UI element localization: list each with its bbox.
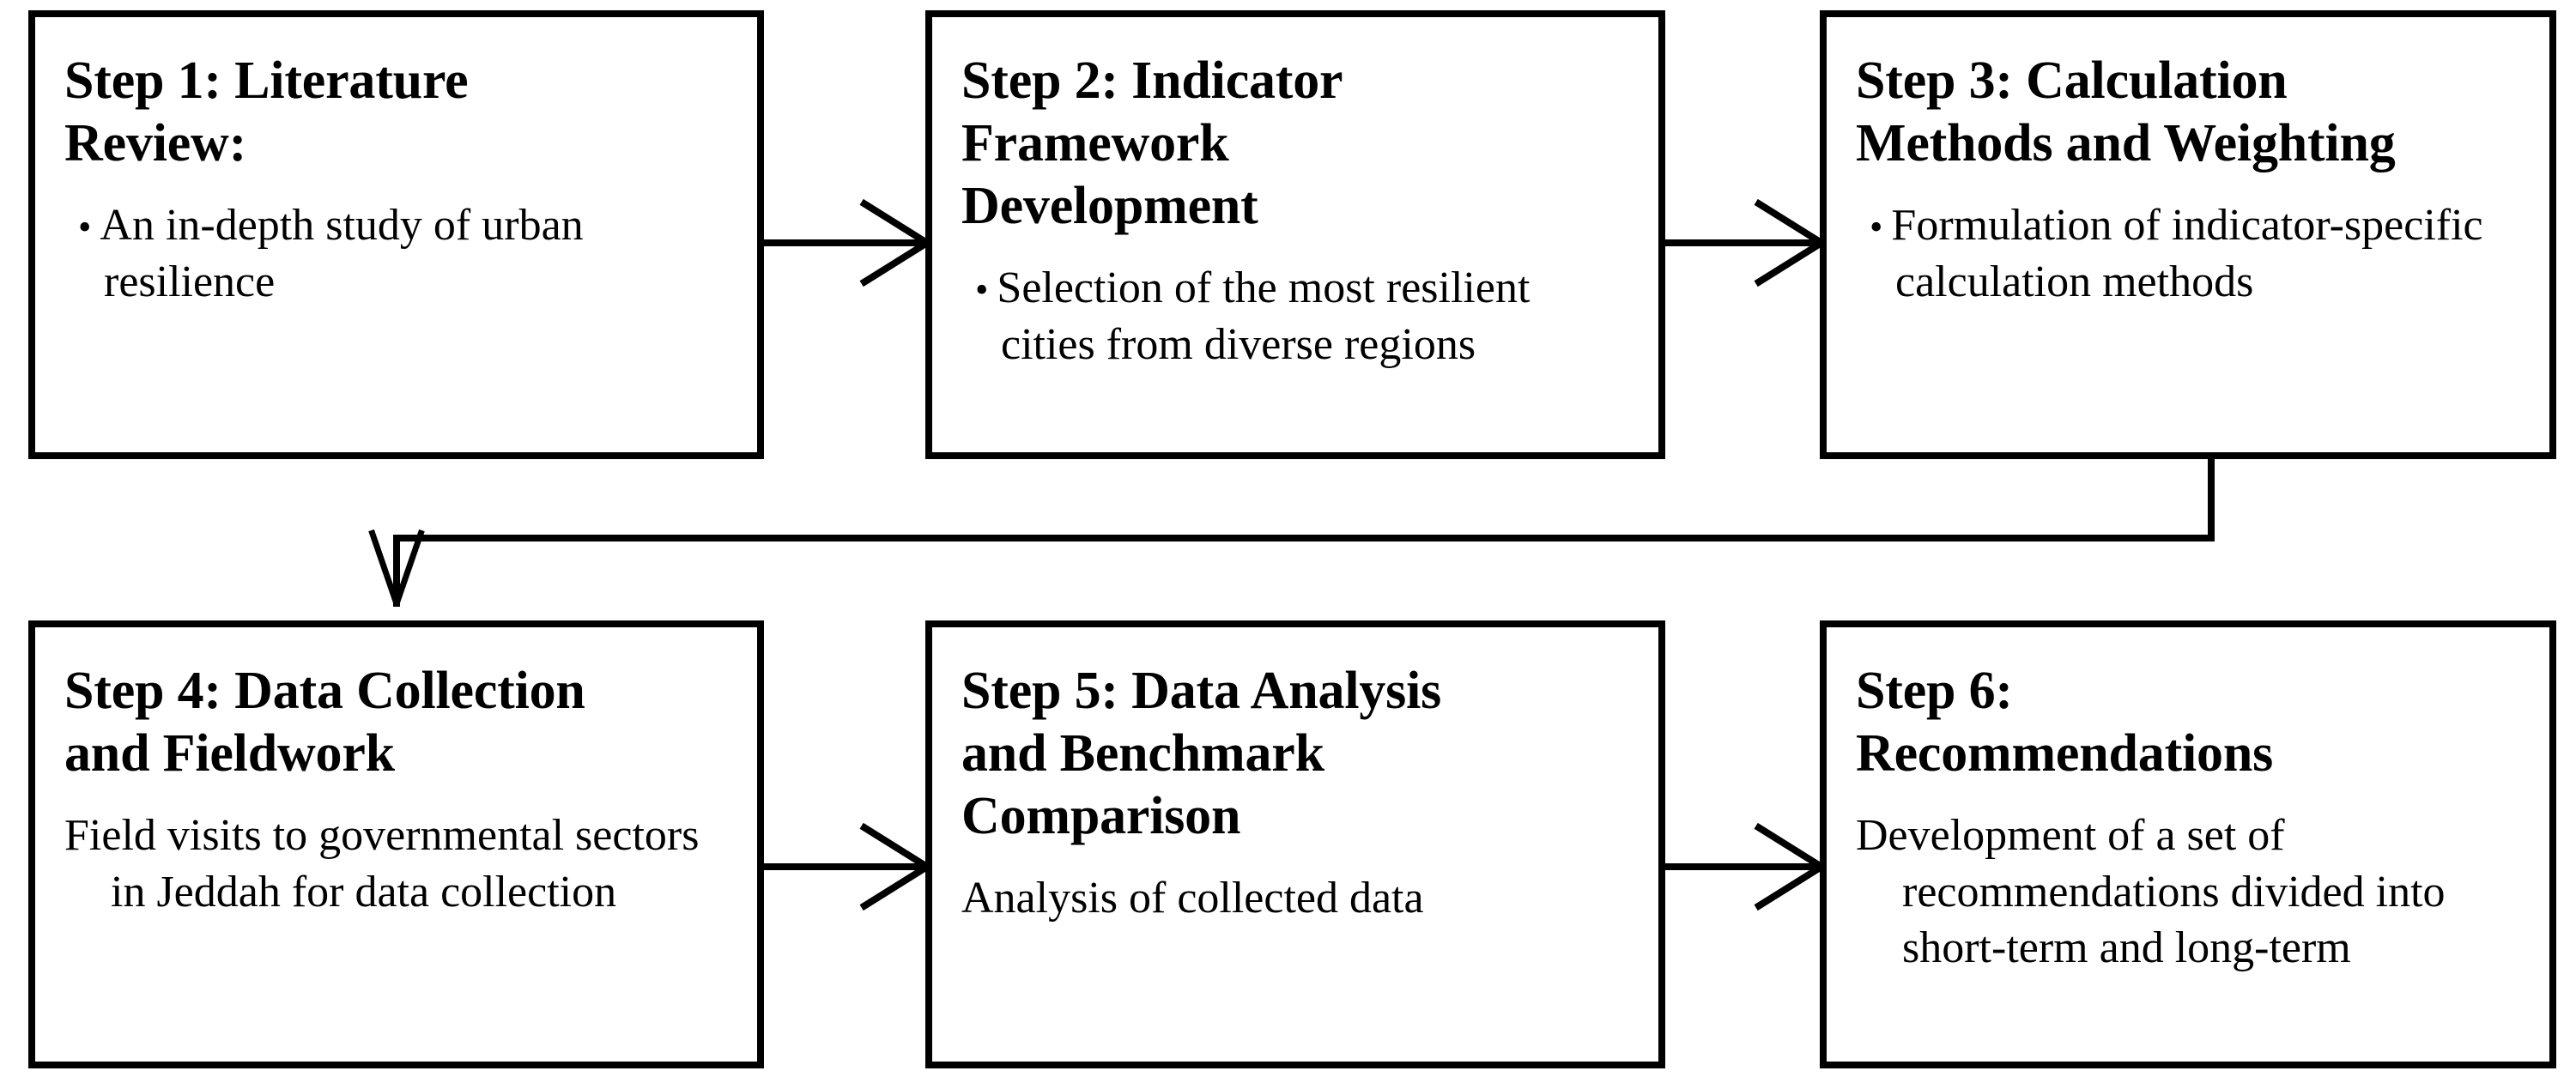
connector-shaft [764,863,927,870]
step-2-title: Step 2: Indicator Framework Development [961,51,1343,236]
connector-segment-vertical-right [2208,459,2215,542]
step-5-body: Analysis of collected data [961,874,1424,923]
step-5-title: Step 5: Data Analysis and Benchmark Comp… [961,662,1442,846]
step-1-title: Step 1: Literature Review: [64,51,469,173]
step-4-body: Field visits to governmental sectors in … [64,811,700,917]
step-6-title: Step 6: Recommendations [1856,662,2274,784]
step-3-body: •Formulation of indicator-specific calcu… [1856,197,2520,310]
step-3-title: Step 3: Calculation Methods and Weightin… [1856,51,2396,173]
bullet-icon: • [78,206,92,249]
step-box-3[interactable]: Step 3: Calculation Methods and Weightin… [1820,10,2556,459]
step-1-body: •An in-depth study of urban resilience [64,197,728,310]
step-box-2[interactable]: Step 2: Indicator Framework Development … [925,10,1665,459]
step-2-body: •Selection of the most resilient cities … [961,260,1629,372]
connector-shaft [764,239,927,246]
step-6-body: Development of a set of recommendations … [1856,811,2446,973]
step-box-6[interactable]: Step 6: Recommendations Development of a… [1820,620,2556,1068]
step-3-body-text: Formulation of indicator-specific calcul… [1891,201,2483,306]
connector-segment-horizontal [393,535,2215,542]
bullet-icon: • [1870,206,1883,249]
step-2-body-text: Selection of the most resilient cities f… [997,263,1530,369]
step-box-5[interactable]: Step 5: Data Analysis and Benchmark Comp… [925,620,1665,1068]
connector-segment-vertical-left [393,535,400,607]
bullet-icon: • [975,269,989,312]
step-4-title: Step 4: Data Collection and Fieldwork [64,662,585,784]
connector-shaft [1665,239,1821,246]
connector-shaft [1665,863,1821,870]
step-box-1[interactable]: Step 1: Literature Review: •An in-depth … [28,10,764,459]
step-box-4[interactable]: Step 4: Data Collection and Fieldwork Fi… [28,620,764,1068]
step-1-body-text: An in-depth study of urban resilience [100,201,584,306]
